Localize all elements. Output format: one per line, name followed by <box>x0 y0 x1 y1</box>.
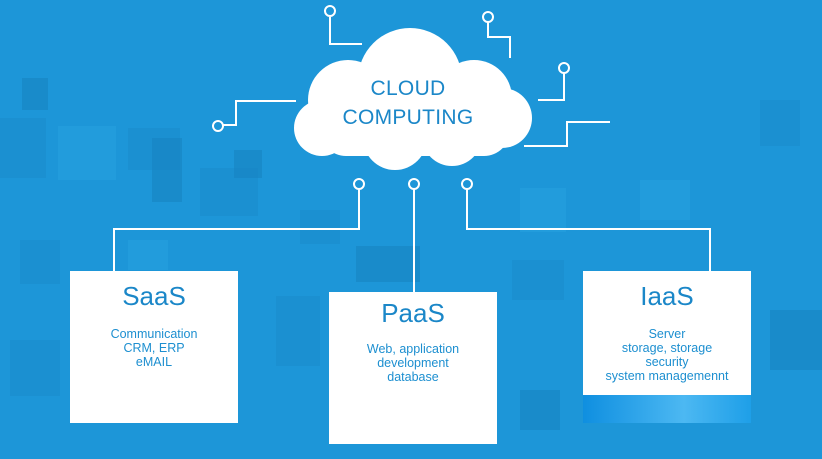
cloud-shape <box>294 28 532 170</box>
node-dot <box>461 178 473 190</box>
iaas-detail-line: Server <box>648 327 686 341</box>
node-dot <box>408 178 420 190</box>
node-dot <box>212 120 224 132</box>
bg-tile <box>276 296 320 366</box>
saas-detail-line: CRM, ERP <box>123 341 185 355</box>
bg-tile <box>22 78 48 110</box>
iaas-details: Server storage, storage security system … <box>583 327 751 383</box>
bg-tile <box>640 180 690 220</box>
paas-detail-line: Web, application <box>366 342 460 356</box>
saas-card: SaaS Communication CRM, ERP eMAIL <box>70 271 238 423</box>
saas-title: SaaS <box>122 281 186 311</box>
connector-iaas <box>466 187 711 271</box>
saas-detail-line: eMAIL <box>135 355 173 369</box>
iaas-detail-line: storage, storage <box>621 341 713 355</box>
bg-tile <box>128 240 168 270</box>
bg-tile <box>520 188 566 232</box>
paas-card: PaaS Web, application development databa… <box>329 292 497 444</box>
iaas-detail-line: security <box>645 355 689 369</box>
bg-tile <box>520 390 560 430</box>
connector-right-lower <box>524 121 610 147</box>
node-dot <box>324 5 336 17</box>
bg-tile <box>512 260 564 300</box>
bg-tile <box>10 340 60 396</box>
connector-top-mid <box>487 19 511 58</box>
iaas-card: IaaS Server storage, storage security sy… <box>583 271 751 423</box>
connector-right-upper <box>538 70 565 101</box>
cloud-label-line-2: COMPUTING <box>342 106 474 129</box>
saas-details: Communication CRM, ERP eMAIL <box>70 327 238 369</box>
bg-tile <box>58 126 116 180</box>
node-dot <box>558 62 570 74</box>
bg-tile <box>0 118 46 178</box>
bg-tile <box>760 100 800 146</box>
node-dot <box>353 178 365 190</box>
connector-top-left <box>329 17 362 45</box>
cloud-label: CLOUD COMPUTING <box>318 74 498 132</box>
paas-detail-line: database <box>387 370 439 384</box>
connector-left <box>218 100 296 126</box>
bg-tile <box>356 246 420 282</box>
bg-tile <box>152 138 182 202</box>
connector-saas <box>113 187 360 271</box>
bg-tile <box>234 150 262 178</box>
iaas-detail-line: system managemennt <box>605 369 729 383</box>
paas-details: Web, application development database <box>329 342 497 384</box>
saas-detail-line: Communication <box>110 327 198 341</box>
bg-tile <box>20 240 60 284</box>
cloud-label-line-1: CLOUD <box>370 77 446 100</box>
paas-detail-line: development <box>377 356 449 370</box>
iaas-title: IaaS <box>640 281 694 311</box>
paas-title: PaaS <box>381 298 445 328</box>
iaas-accent-bar <box>583 395 751 423</box>
bg-tile <box>300 210 340 244</box>
node-dot <box>482 11 494 23</box>
bg-tile <box>770 310 822 370</box>
